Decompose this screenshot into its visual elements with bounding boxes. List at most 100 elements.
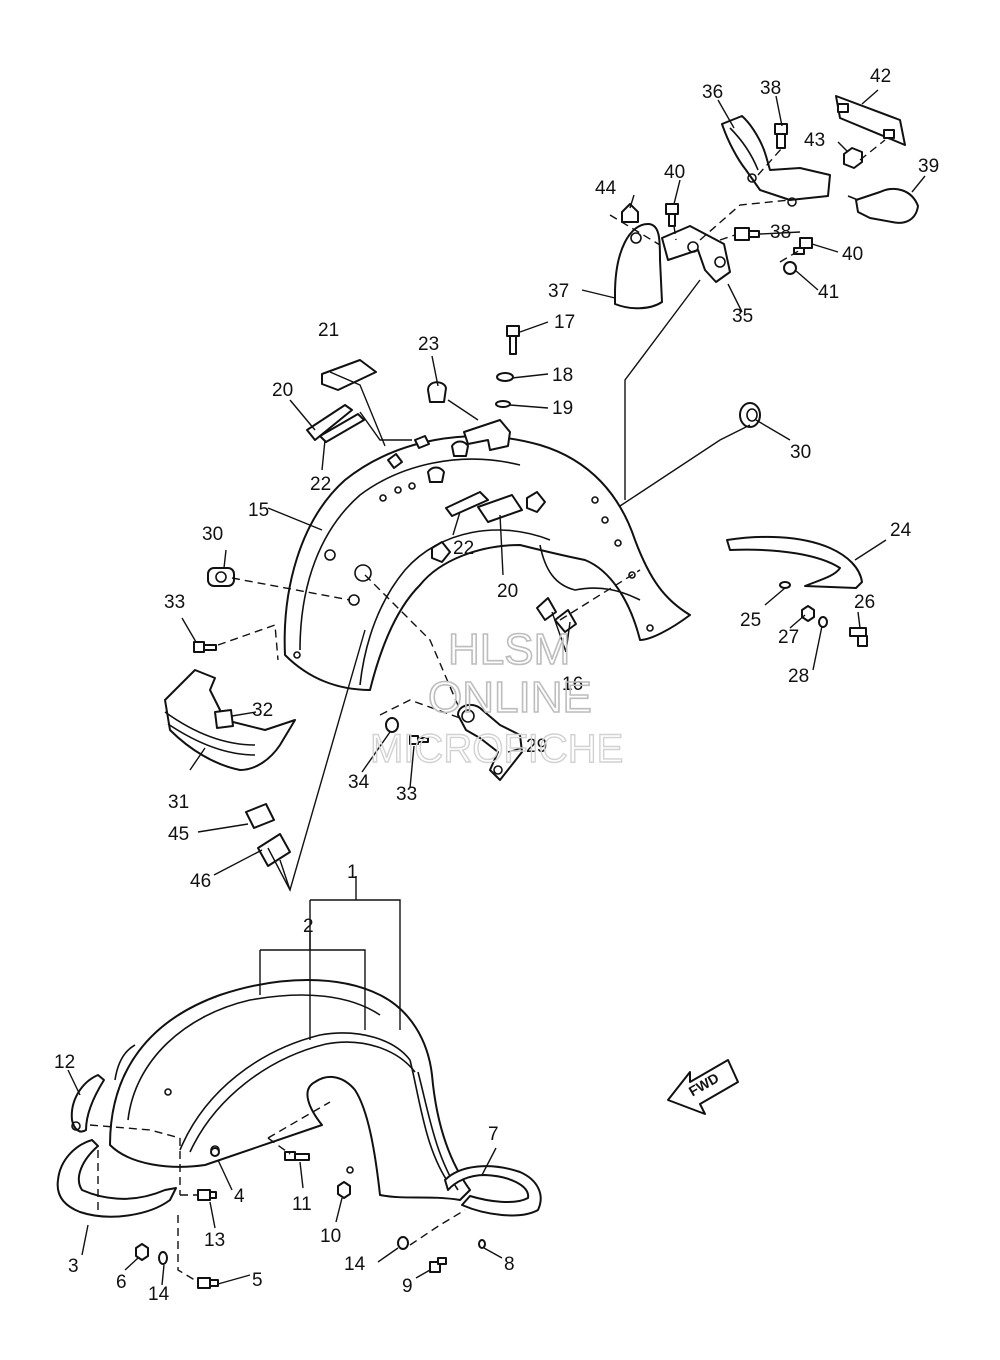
label-43: 43: [804, 130, 825, 151]
part-33-bolt-left: [193, 641, 217, 653]
label-27: 27: [778, 627, 799, 648]
label-23: 23: [418, 334, 439, 355]
label-21: 21: [318, 320, 339, 341]
label-14-b: 14: [344, 1254, 366, 1275]
part-21-pad: [321, 359, 377, 391]
label-30-b: 30: [202, 524, 223, 545]
part-8: [478, 1239, 486, 1249]
label-33-a: 33: [164, 592, 185, 613]
label-13: 13: [204, 1230, 225, 1251]
label-12: 12: [54, 1052, 75, 1073]
part-36-bracket: [721, 115, 831, 201]
part-16-plate-b: [554, 609, 577, 633]
label-35: 35: [732, 306, 753, 327]
watermark-line-3: MICROFICHE: [370, 727, 623, 771]
part-22b-strip: [445, 491, 489, 517]
label-20-a: 20: [272, 380, 293, 401]
label-31: 31: [168, 792, 189, 813]
part-19-washer: [495, 400, 511, 408]
fwd-direction-arrow: FWD: [667, 1059, 739, 1115]
label-2: 2: [303, 916, 314, 937]
label-22-b: 22: [453, 538, 474, 559]
part-45-clip: [245, 803, 275, 829]
part-31-cover: [164, 669, 296, 771]
label-40-a: 40: [664, 162, 685, 183]
leader-lines: [67, 89, 926, 1286]
label-20-b: 20: [497, 581, 518, 602]
part-30-grommet-left: [207, 567, 235, 587]
bracket-plate: [463, 419, 511, 451]
part-9-bolt: [429, 1257, 447, 1273]
label-32: 32: [252, 700, 273, 721]
label-8: 8: [504, 1254, 515, 1275]
label-38-b: 38: [770, 222, 791, 243]
part-12: [70, 1074, 105, 1133]
part-44-nut: [621, 203, 639, 223]
label-26: 26: [854, 592, 875, 613]
part-27-nut: [801, 605, 815, 622]
part-11-bolt: [284, 1151, 310, 1161]
part-34-washer: [385, 717, 399, 733]
label-22-a: 22: [310, 474, 331, 495]
label-29: 29: [526, 736, 547, 757]
part-41-washer: [783, 261, 797, 275]
label-11: 11: [292, 1194, 312, 1215]
label-10: 10: [320, 1226, 341, 1247]
label-5: 5: [252, 1270, 263, 1291]
watermark-line-1: HLSM: [448, 625, 570, 674]
label-42: 42: [870, 66, 891, 87]
label-36: 36: [702, 82, 723, 103]
front-fender-assembly: [109, 979, 471, 1201]
part-24-strip: [726, 535, 863, 589]
label-33-b: 33: [396, 784, 417, 805]
part-35-bracket: [661, 225, 731, 283]
part-38-bolt-top: [774, 123, 788, 149]
part-23-clamp: [427, 381, 447, 403]
label-16: 16: [562, 674, 583, 695]
part-40-bolt-top: [665, 203, 679, 227]
part-17-bolt: [506, 325, 520, 355]
label-41: 41: [818, 282, 839, 303]
label-39: 39: [918, 156, 939, 177]
part-29-bracket: [457, 703, 523, 781]
part-4: [210, 1147, 220, 1157]
part-5-bolt: [197, 1277, 219, 1289]
part-22-strip: [319, 413, 365, 443]
label-19: 19: [552, 398, 573, 419]
part-6-nut: [135, 1243, 149, 1261]
label-15: 15: [248, 500, 269, 521]
part-labels: 21 20 22 23 17 18 19 15 22 20 30 30 33 1…: [54, 66, 939, 1305]
part-3: [56, 1139, 177, 1218]
label-4: 4: [234, 1186, 245, 1207]
part-20b-strip: [477, 494, 523, 523]
part-28-washer: [818, 616, 828, 628]
label-40-b: 40: [842, 244, 863, 265]
part-38-bolt-mid: [734, 227, 760, 241]
rear-fender-assembly: [283, 435, 691, 691]
label-44: 44: [595, 178, 617, 199]
part-18-washer: [496, 372, 514, 382]
label-1: 1: [347, 862, 358, 883]
label-46: 46: [190, 871, 211, 892]
part-40-bolt-mid: [793, 237, 813, 255]
label-6: 6: [116, 1272, 127, 1293]
label-17: 17: [554, 312, 575, 333]
part-26-bolt: [849, 627, 868, 647]
part-37-bracket: [614, 223, 663, 310]
part-30-grommet-right: [739, 402, 761, 428]
part-25: [779, 581, 791, 589]
label-30-a: 30: [790, 442, 811, 463]
part-20-strip: [306, 404, 353, 441]
label-25: 25: [740, 610, 761, 631]
label-14-a: 14: [148, 1284, 170, 1305]
label-18: 18: [552, 365, 573, 386]
front-fender: [109, 979, 471, 1201]
watermark: HLSM ONLINE MICROFICHE: [369, 624, 624, 772]
watermark-line-2: ONLINE: [428, 673, 592, 722]
label-9: 9: [402, 1276, 413, 1297]
part-46-label: [257, 833, 291, 867]
part-39-connector: [855, 187, 919, 224]
label-45: 45: [168, 824, 189, 845]
alignment-lines: [89, 139, 886, 1283]
part-32-clip: [214, 709, 234, 729]
